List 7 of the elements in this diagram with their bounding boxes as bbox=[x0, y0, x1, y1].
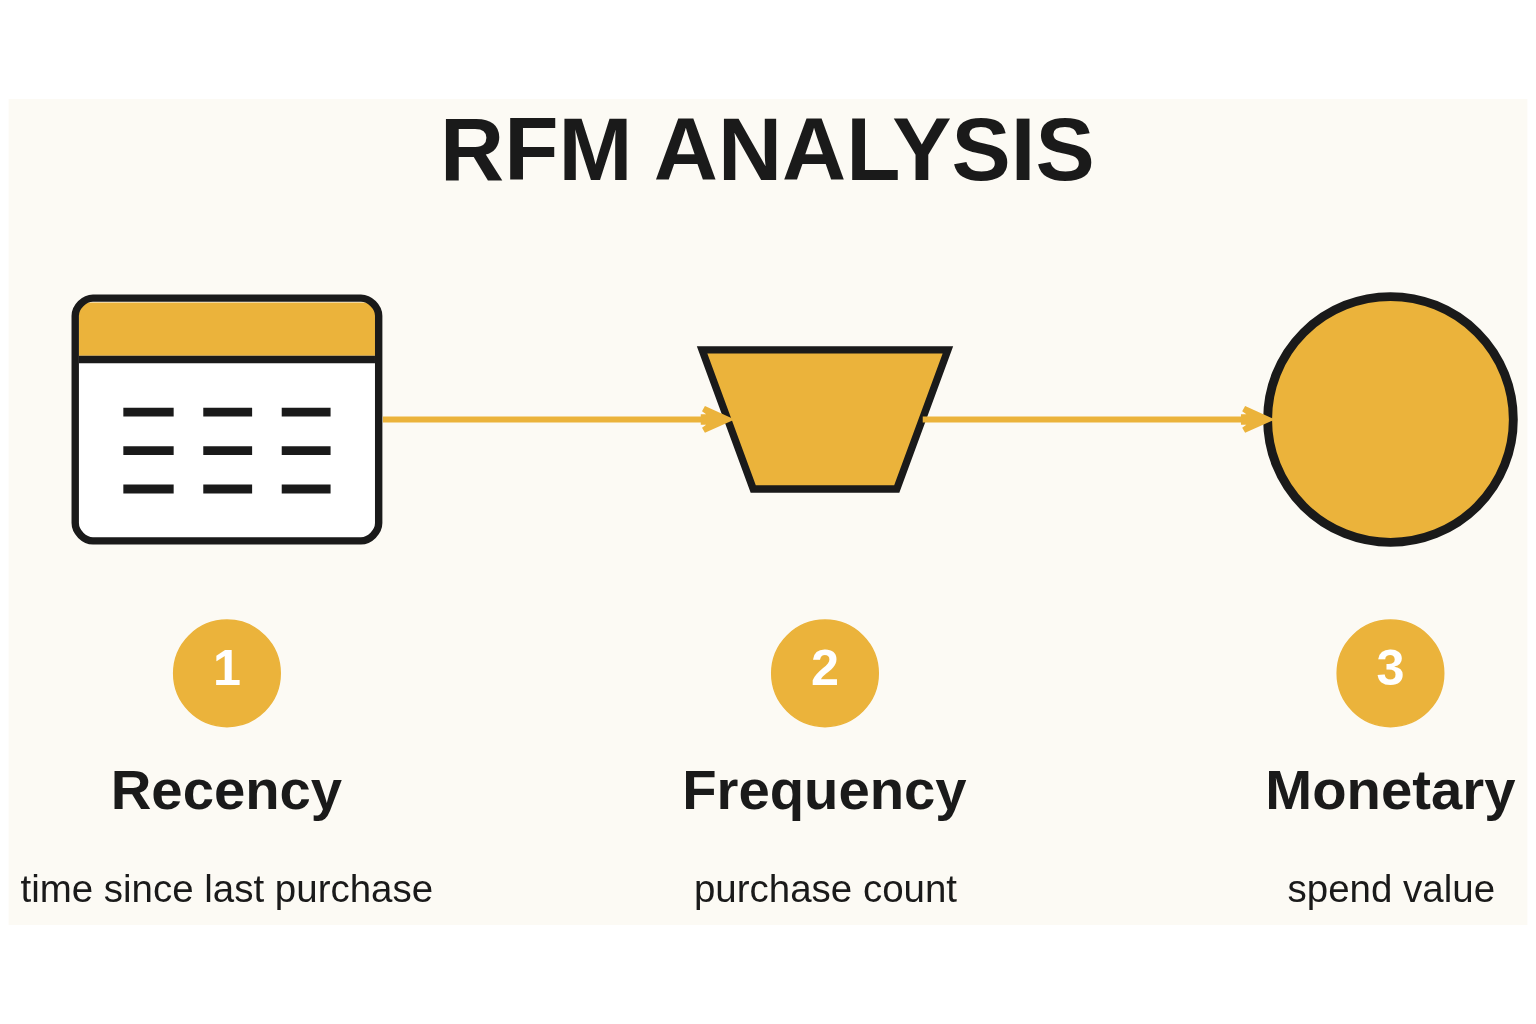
node-label: Recency bbox=[110, 757, 343, 821]
diagram-title: RFM ANALYSIS bbox=[440, 100, 1095, 200]
node-label: Monetary bbox=[1265, 757, 1516, 821]
node-label: time since last purchase bbox=[20, 866, 434, 910]
node-label: Frequency bbox=[682, 757, 967, 821]
node-label: purchase count bbox=[693, 866, 958, 910]
node-label: spend value bbox=[1287, 866, 1496, 910]
